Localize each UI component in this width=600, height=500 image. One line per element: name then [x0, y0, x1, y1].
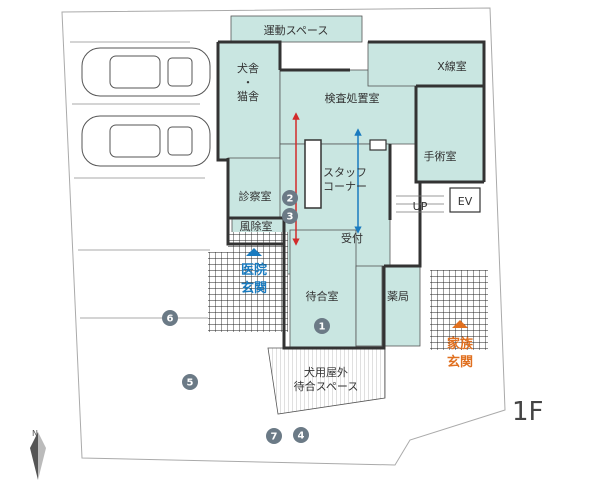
marker-6: 6: [162, 310, 178, 326]
marker-number: 6: [167, 314, 174, 325]
front-patio: [228, 232, 288, 252]
waiting-room-label: 待合室: [306, 289, 339, 303]
reception-label: 受付: [341, 232, 363, 245]
marker-number: 5: [187, 378, 194, 389]
marker-number: 7: [271, 432, 278, 443]
kennel-sep: ・: [243, 76, 254, 89]
consultation-room-label: 診察室: [239, 189, 272, 203]
photo-markers: 1 2 3 4 5 6 7: [162, 190, 330, 444]
family-entrance-label-2: 玄関: [447, 354, 473, 370]
exercise-space-label: 運動スペース: [264, 23, 329, 37]
building-rooms: [217, 41, 485, 349]
clinic-entrance-label-2: 玄関: [241, 280, 267, 296]
outdoor-waiting-label-2: 待合スペース: [294, 379, 359, 393]
car-top: [81, 47, 211, 97]
staff-partition-right: [369, 139, 387, 151]
walls: [216, 40, 486, 350]
marker-1: 1: [314, 318, 330, 334]
parking-lines: [70, 41, 212, 319]
site-boundary: [61, 7, 506, 466]
isolation-room-label: 風除室: [240, 219, 273, 233]
compass-north-label: N: [32, 429, 38, 438]
clinic-entrance-label-1: 医院: [241, 262, 267, 278]
ev-label: EV: [458, 195, 473, 208]
kennel-label-1: 犬舎: [237, 61, 259, 75]
floor-label: 1F: [512, 397, 544, 427]
clinic-entrance-patio: [208, 252, 288, 332]
exercise-space-area: [230, 15, 363, 43]
marker-number: 4: [298, 431, 305, 442]
outdoor-waiting-label-1: 犬用屋外: [304, 365, 348, 379]
marker-number: 1: [319, 322, 326, 333]
stairs: [396, 195, 444, 213]
marker-3: 3: [282, 208, 298, 224]
marker-number: 2: [287, 194, 294, 205]
marker-7: 7: [266, 428, 282, 444]
family-entrance-patio: [430, 270, 488, 350]
clinic-entrance-triangle: [246, 248, 262, 256]
ev-box: [449, 187, 481, 213]
car-bottom: [81, 115, 211, 167]
marker-5: 5: [182, 374, 198, 390]
family-entrance-label-1: 家族: [447, 336, 474, 352]
marker-4: 4: [293, 427, 309, 443]
marker-2: 2: [282, 190, 298, 206]
compass: N: [30, 429, 46, 480]
surgery-room-label: 手術室: [424, 149, 457, 163]
pharmacy-label: 薬局: [387, 290, 409, 303]
exam-room-label: 検査処置室: [325, 91, 380, 105]
up-label: UP: [413, 200, 428, 213]
kennel-label-2: 猫舎: [237, 90, 259, 103]
staff-corner-label-2: コーナー: [323, 180, 367, 193]
staff-partition-left: [304, 139, 322, 209]
marker-number: 3: [287, 212, 294, 223]
family-entrance-triangle: [452, 320, 468, 328]
xray-room-label: X線室: [437, 59, 467, 73]
staff-corner-label-1: スタッフ: [323, 166, 367, 179]
